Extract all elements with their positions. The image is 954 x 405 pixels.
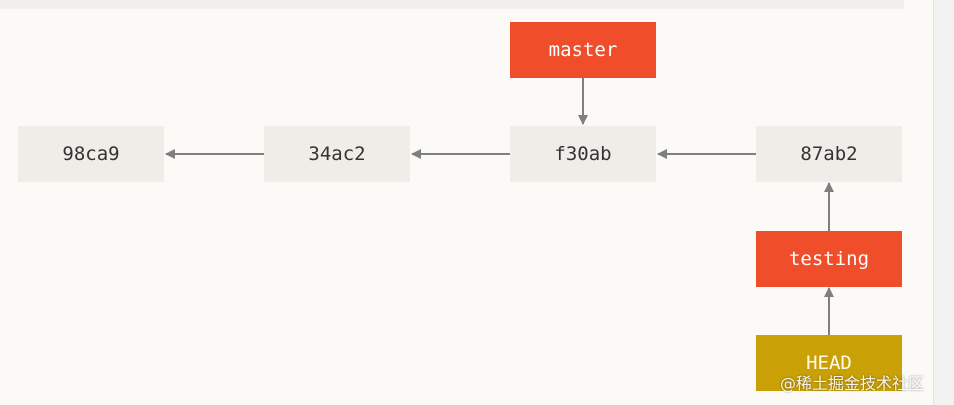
head-pointer-label: HEAD — [806, 352, 852, 374]
branch-master: master — [510, 22, 656, 78]
commit-f30ab-label: f30ab — [554, 143, 612, 165]
head-pointer: HEAD — [756, 335, 902, 391]
branch-testing-label: testing — [788, 248, 870, 270]
commit-34ac2-label: 34ac2 — [308, 143, 366, 165]
branch-testing: testing — [756, 231, 902, 287]
commit-98ca9: 98ca9 — [18, 126, 164, 182]
commit-34ac2: 34ac2 — [264, 126, 410, 182]
commit-98ca9-label: 98ca9 — [62, 143, 120, 165]
branch-master-label: master — [548, 39, 618, 61]
vertical-scrollbar[interactable] — [933, 0, 954, 405]
commit-87ab2: 87ab2 — [756, 126, 902, 182]
commit-87ab2-label: 87ab2 — [800, 143, 858, 165]
site-watermark: @稀土掘金技术社区 — [780, 374, 925, 393]
commit-f30ab: f30ab — [510, 126, 656, 182]
code-block-bottom-edge — [0, 0, 904, 9]
